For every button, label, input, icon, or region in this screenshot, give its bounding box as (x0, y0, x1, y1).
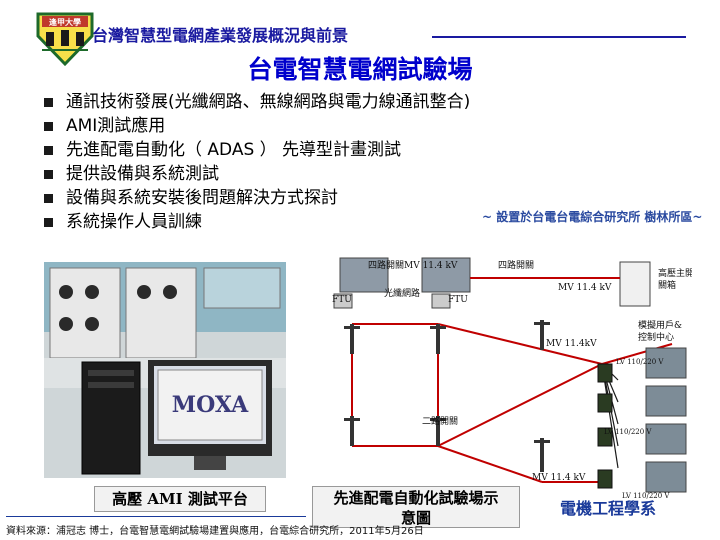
label-lv-1: LV 110/220 V (616, 358, 664, 366)
bullet-item: 通訊技術發展(光纖網路、無線網路與電力線通訊整合) (44, 90, 470, 114)
bullet-item: 系統操作人員訓練 (44, 210, 470, 234)
four-way-switch-a-icon (339, 257, 389, 293)
ami-platform-caption: 高壓 AMI 測試平台 (94, 486, 266, 512)
label-mv-top: MV 11.4 kV (558, 283, 612, 293)
label-lv-3: LV 110/220 V (622, 492, 670, 500)
test-field-caption-line-2: 意圖 (400, 509, 431, 527)
label-ftu-a: FTU (332, 295, 352, 305)
label-four-way-switch: 四路開關 (498, 259, 534, 271)
label-four-way-switch-mv: 四路開關MV 11.4 kV (368, 259, 458, 271)
university-logo: 逢甲大學 (36, 12, 94, 67)
label-lv-2: LV 110/220 V (604, 428, 652, 436)
location-note: ~ 設置於台電台電綜合研究所 樹林所區~ (482, 210, 703, 224)
label-ftu-b: FTU (448, 295, 468, 305)
test-field-caption-line-1: 先進配電自動化試驗場示 (333, 489, 499, 507)
logo-text: 逢甲大學 (49, 17, 81, 27)
bullet-item: 先進配電自動化（ ADAS ） 先導型計畫測試 (44, 138, 470, 162)
four-way-switch-b-icon (421, 257, 471, 293)
bullet-marker-icon (44, 194, 53, 203)
bullet-item: AMI測試應用 (44, 114, 470, 138)
label-simulated-users: 模擬用戶& (638, 319, 682, 331)
bullet-item: 提供設備與系統測試 (44, 162, 470, 186)
bullet-text: 提供設備與系統測試 (66, 164, 219, 184)
distribution-lines (351, 277, 673, 483)
label-two-way-switch: 二路開關 (422, 415, 458, 427)
photo-brand-text: MOXA (172, 392, 249, 418)
bullet-text: 先進配電自動化（ ADAS ） 先導型計畫測試 (66, 140, 402, 160)
header-rule (432, 36, 686, 38)
ami-platform-photo: MOXA (44, 262, 286, 478)
bullet-text: 系統操作人員訓練 (66, 212, 202, 232)
bullet-marker-icon (44, 170, 53, 179)
bullet-marker-icon (44, 122, 53, 131)
bullet-list: 通訊技術發展(光纖網路、無線網路與電力線通訊整合) AMI測試應用 先進配電自動… (44, 90, 470, 234)
test-field-caption: 先進配電自動化試驗場示 意圖 (312, 486, 520, 528)
bullet-marker-icon (44, 146, 53, 155)
bullet-text: AMI測試應用 (66, 116, 166, 136)
department-name: 電機工程學系 (560, 499, 657, 518)
header-title: 台灣智慧型電網產業發展概況與前景 (92, 26, 349, 45)
label-fiber-network: 光纖網路 (384, 287, 420, 299)
label-mv-mid: MV 11.4kV (546, 339, 597, 349)
bullet-text: 通訊技術發展(光纖網路、無線網路與電力線通訊整合) (66, 92, 471, 112)
label-mv-bottom: MV 11.4 kV (532, 473, 586, 483)
bullet-text: 設備與系統安裝後問題解決方式探討 (66, 188, 338, 208)
label-control-center: 控制中心 (638, 331, 674, 343)
utility-pole-icons (344, 320, 550, 472)
label-hv-main-switch: 高壓主開 (658, 267, 692, 279)
bullet-item: 設備與系統安裝後問題解決方式探討 (44, 186, 470, 210)
footer-rule (6, 516, 306, 517)
hv-main-switchbox-icon (619, 261, 651, 307)
adas-test-field-diagram: 四路開關MV 11.4 kV 四路開關 高壓主開 關箱 FTU FTU 光纖網路… (322, 254, 692, 524)
slide-title: 台電智慧電網試驗場 (247, 55, 473, 84)
bullet-marker-icon (44, 218, 53, 227)
label-hv-main-switch-2: 關箱 (658, 279, 676, 291)
customer-building-icons (645, 347, 687, 493)
transformer-icons (597, 363, 613, 489)
source-citation: 資料來源：浦冠志 博士，台電智慧電網試驗場建置與應用，台電綜合研究所，2011年… (6, 526, 424, 537)
bullet-marker-icon (44, 98, 53, 107)
